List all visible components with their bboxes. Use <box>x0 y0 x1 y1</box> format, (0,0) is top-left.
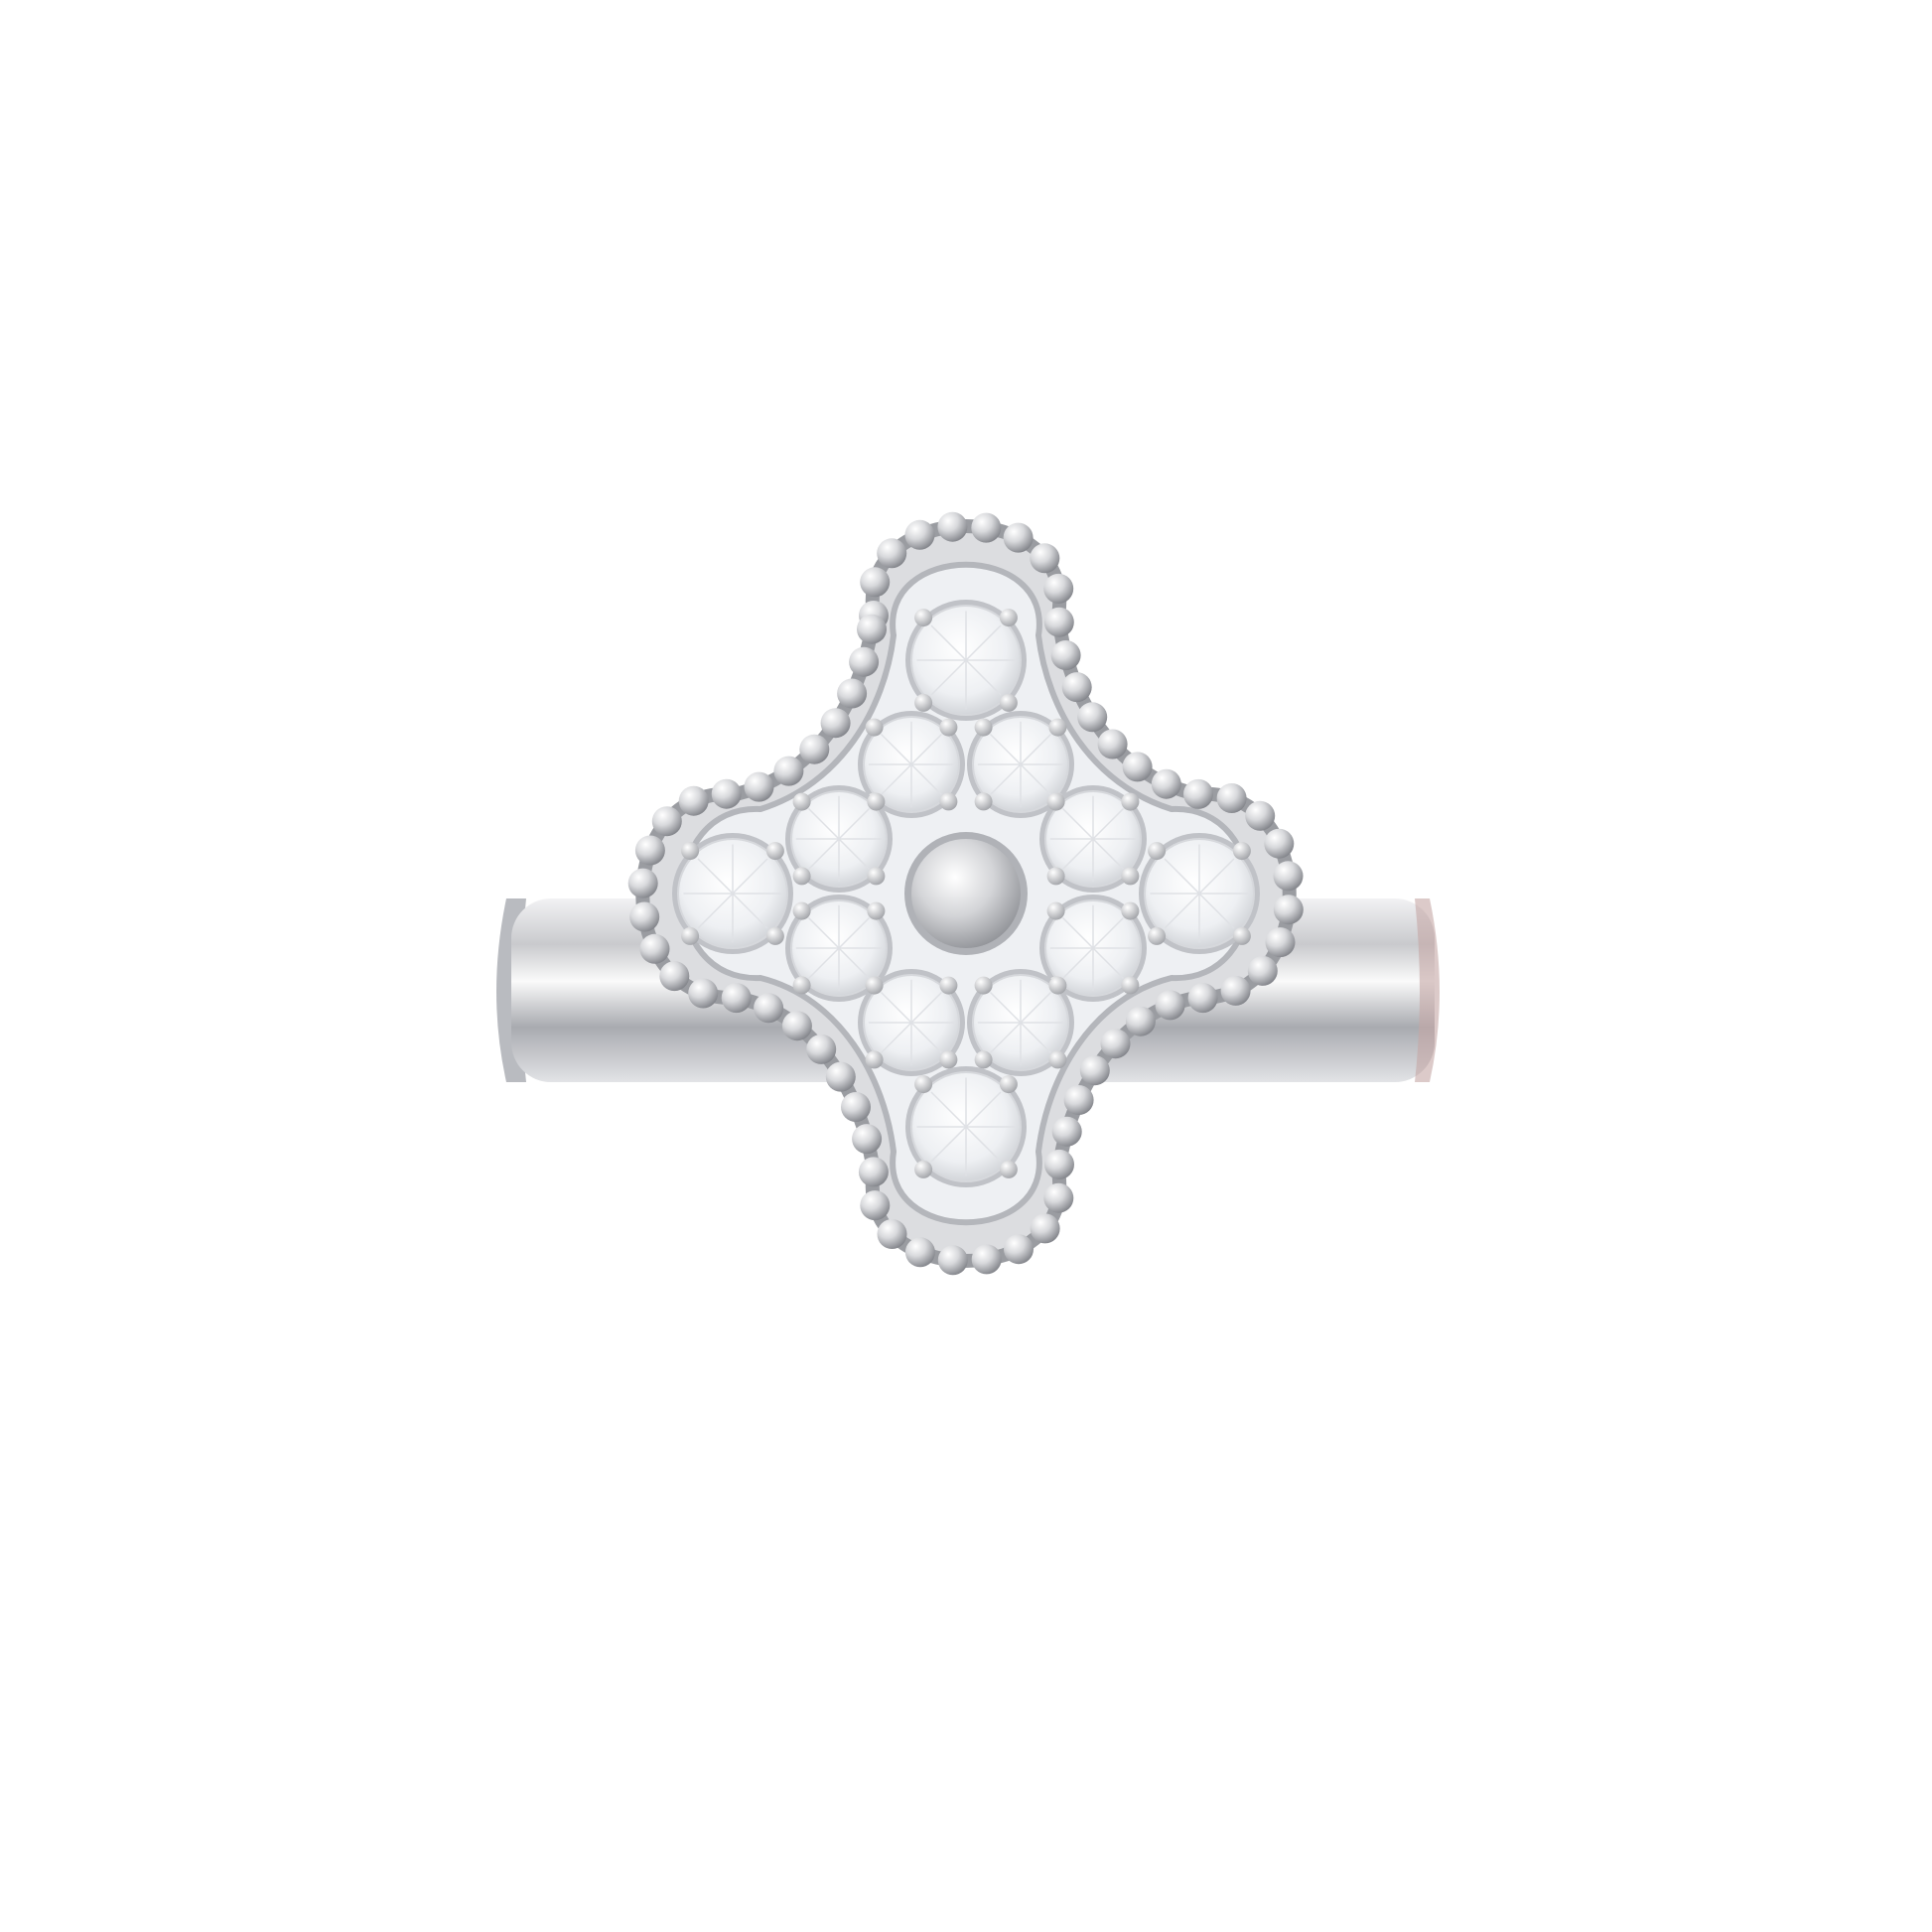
milgrain-bead <box>1125 1006 1156 1036</box>
bead-border <box>627 511 1304 1276</box>
milgrain-bead <box>1051 1116 1082 1147</box>
milgrain-bead <box>1077 702 1108 733</box>
milgrain-bead <box>937 1245 968 1276</box>
milgrain-bead <box>1151 768 1181 799</box>
milgrain-bead <box>1097 729 1128 759</box>
milgrain-bead <box>877 538 907 569</box>
milgrain-bead <box>799 734 830 764</box>
milgrain-bead <box>858 1157 889 1187</box>
milgrain-bead <box>1216 783 1247 813</box>
milgrain-bead <box>860 1190 891 1221</box>
diamond-stone <box>785 785 893 893</box>
milgrain-bead <box>721 983 752 1014</box>
milgrain-bead <box>1063 1085 1094 1115</box>
milgrain-bead <box>1264 828 1295 859</box>
milgrain-bead <box>711 778 742 809</box>
diamond-pave <box>672 600 1260 1187</box>
milgrain-bead <box>1100 1029 1131 1059</box>
milgrain-bead <box>1030 543 1060 574</box>
milgrain-bead <box>1004 1234 1034 1265</box>
milgrain-bead <box>1061 672 1092 703</box>
milgrain-bead <box>639 933 670 964</box>
milgrain-bead <box>1043 1182 1074 1213</box>
milgrain-bead <box>1003 522 1034 553</box>
milgrain-bead <box>1043 573 1074 604</box>
milgrain-bead <box>1155 990 1185 1021</box>
diamond-stone <box>1039 785 1147 893</box>
diamond-stone <box>905 1066 1027 1187</box>
milgrain-bead <box>971 1244 1002 1275</box>
milgrain-bead <box>1247 955 1278 986</box>
milgrain-bead <box>1050 640 1081 670</box>
milgrain-bead <box>806 1034 837 1064</box>
diamond-stone <box>967 969 1074 1076</box>
milgrain-bead <box>773 756 804 786</box>
milgrain-bead <box>651 806 682 837</box>
milgrain-bead <box>1220 975 1251 1006</box>
milgrain-bead <box>841 1092 871 1122</box>
milgrain-bead <box>754 993 784 1024</box>
milgrain-bead <box>1122 752 1153 782</box>
diamond-stone <box>858 969 965 1076</box>
milgrain-bead <box>1187 983 1218 1014</box>
milgrain-bead <box>744 771 774 802</box>
milgrain-bead <box>857 614 887 644</box>
milgrain-bead <box>781 1011 812 1041</box>
milgrain-bead <box>849 646 880 677</box>
milgrain-bead <box>1043 607 1074 637</box>
milgrain-bead <box>1044 1149 1074 1179</box>
milgrain-bead <box>627 868 658 898</box>
diamond-stone <box>967 711 1074 818</box>
milgrain-bead <box>1265 927 1296 958</box>
milgrain-bead <box>837 678 868 709</box>
center-dome <box>904 832 1028 955</box>
milgrain-bead <box>825 1061 856 1092</box>
milgrain-bead <box>877 1219 907 1249</box>
diamond-stone <box>785 895 893 1002</box>
milgrain-bead <box>1183 778 1213 809</box>
milgrain-bead <box>860 567 891 598</box>
milgrain-bead <box>971 512 1002 543</box>
milgrain-bead <box>629 901 660 932</box>
milgrain-bead <box>904 1237 935 1268</box>
milgrain-bead <box>1245 800 1276 831</box>
diamond-stone <box>905 600 1027 721</box>
milgrain-bead <box>852 1124 883 1155</box>
milgrain-bead <box>688 978 719 1009</box>
diamond-stone <box>858 711 965 818</box>
milgrain-bead <box>1079 1055 1110 1086</box>
milgrain-bead <box>904 519 935 550</box>
milgrain-bead <box>634 835 665 866</box>
milgrain-bead <box>820 708 851 739</box>
diamond-stone <box>672 833 793 954</box>
milgrain-bead <box>1030 1213 1060 1244</box>
milgrain-bead <box>937 511 968 542</box>
milgrain-bead <box>659 961 690 992</box>
milgrain-bead <box>1273 861 1304 892</box>
diamond-stone <box>1139 833 1260 954</box>
milgrain-bead <box>1273 895 1304 925</box>
milgrain-bead <box>678 785 709 816</box>
